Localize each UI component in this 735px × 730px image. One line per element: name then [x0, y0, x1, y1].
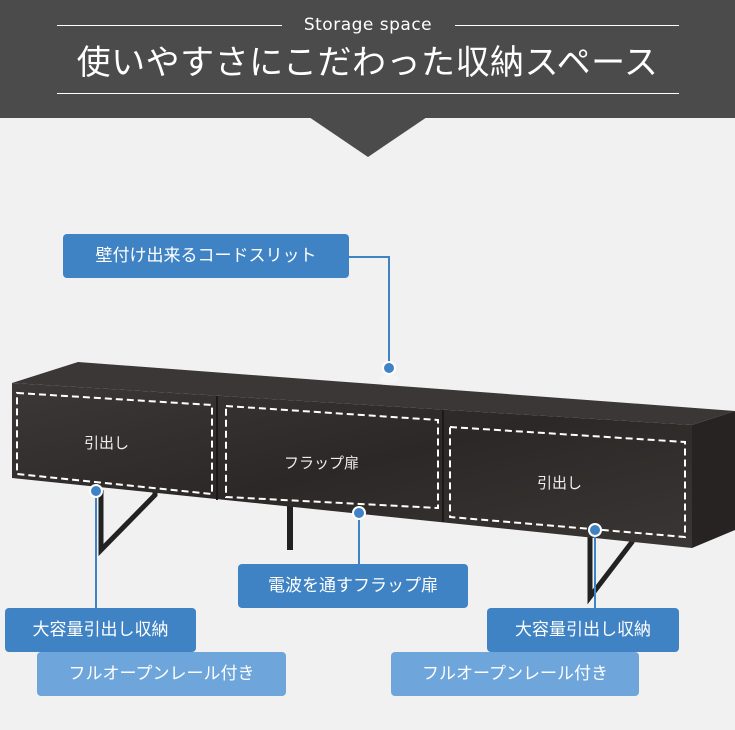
left-drawer-dot: [89, 484, 103, 498]
left-drawer-label: 引出し: [84, 434, 130, 452]
left-drawer-capacity-callout: 大容量引出し収納: [5, 608, 196, 652]
title-underline: [57, 93, 679, 94]
center-door-label: フラップ扉: [284, 454, 360, 472]
cord-slit-dot: [382, 361, 396, 375]
right-drawer-dot: [588, 523, 602, 537]
page-title: 使いやすさにこだわった収納スペース: [76, 43, 659, 83]
flap-door-dot: [352, 506, 366, 520]
left-drawer-outline: [16, 391, 213, 496]
left-drawer-rail-callout: フルオープンレール付き: [37, 652, 286, 696]
right-drawer-capacity-callout: 大容量引出し収納: [487, 608, 679, 652]
cabinet-top: [12, 362, 735, 425]
cord-slit: [379, 375, 399, 383]
cabinet-side: [692, 411, 735, 548]
right-drawer-outline: [449, 425, 686, 539]
subtitle-line-right: [455, 25, 679, 26]
cord-slit-leader: [347, 256, 390, 368]
center-door-outline: [225, 404, 439, 510]
right-drawer-rail-callout: フルオープンレール付き: [391, 652, 639, 696]
cord-slit-callout: 壁付け出来るコードスリット: [63, 234, 349, 278]
flap-door-callout: 電波を通すフラップ扉: [238, 564, 468, 608]
cabinet-front: [12, 383, 692, 548]
subtitle-line-left: [57, 25, 282, 26]
header-arrow: [309, 117, 427, 157]
right-drawer-label: 引出し: [537, 474, 583, 492]
subtitle: Storage space: [303, 15, 433, 35]
center-leg: [287, 505, 293, 550]
header-banner: Storage space 使いやすさにこだわった収納スペース: [0, 0, 735, 118]
